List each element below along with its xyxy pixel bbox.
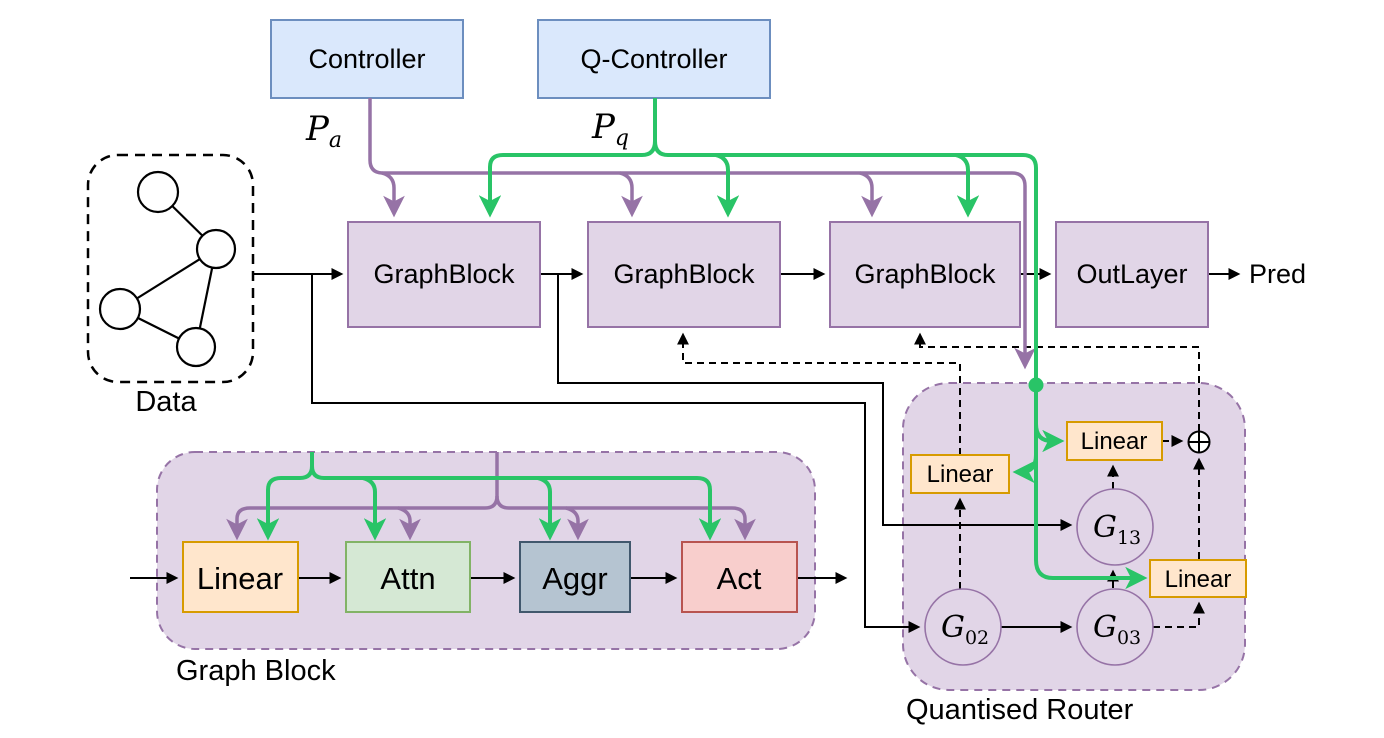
pred-label: Pred: [1249, 259, 1306, 289]
g03-to-linear-bottom-dashed: [1153, 601, 1205, 628]
q-controller-label: Q-Controller: [580, 44, 727, 74]
q-controller-to-graphblock1-arrow: [478, 140, 657, 218]
q-controller-to-graphblock3-arrow: [955, 153, 980, 218]
graphblock1-to-g13-arrow: [557, 274, 1073, 531]
junction-dot: [1028, 377, 1044, 393]
graphblock2-box: [587, 221, 781, 328]
attn-box: [345, 541, 471, 613]
p-a-label: Pa: [305, 109, 342, 153]
graph-node: [195, 228, 237, 270]
act-box: [681, 541, 798, 613]
data-caption: Data: [135, 386, 197, 418]
dashed-connectors: [677, 332, 1205, 628]
controller-to-graphblock3-arrow: [859, 171, 883, 218]
g02-circle: [924, 588, 1002, 666]
sum-to-graphblock3-dashed: [914, 332, 1200, 431]
data-box: Data: [86, 153, 255, 418]
graph-block-detail: [182, 541, 798, 613]
router-linear-left-label: Linear: [927, 461, 994, 488]
p-q-label: Pq: [591, 107, 629, 151]
detail-purple-to-attn-arrow: [397, 506, 421, 541]
detail-green-to-act-arrow: [310, 465, 722, 541]
aggr-label: Aggr: [542, 561, 607, 596]
graph-node: [98, 287, 142, 331]
graphblock2-label: GraphBlock: [613, 259, 755, 289]
pipeline: [270, 19, 1209, 328]
data-to-g02-arrow: [311, 274, 921, 633]
detail-purple-to-act-arrow: [495, 495, 756, 541]
router-linear-top-box: [1066, 421, 1163, 461]
q-controller-signal-paths: [256, 98, 1148, 590]
router-linear-left-box: [910, 454, 1010, 494]
outlayer-label: OutLayer: [1076, 259, 1187, 289]
quantised-router-caption: Quantised Router: [906, 694, 1134, 726]
linear-left-to-graphblock2-dashed: [677, 332, 961, 455]
graph-block-caption: Graph Block: [176, 655, 336, 687]
router-linear-top-label: Linear: [1081, 428, 1148, 455]
q-controller-main-path: [653, 98, 1148, 590]
data-box-outline: [86, 153, 255, 384]
graph-block-container: [156, 451, 816, 650]
graph-node: [175, 326, 217, 368]
detail-purple-to-aggr-arrow: [565, 506, 589, 541]
linear-box: [182, 541, 299, 613]
g02-label: G02: [941, 610, 989, 649]
controller-main-path: [368, 98, 1036, 370]
controller-signal-paths: [226, 98, 1036, 541]
controller-box: [270, 19, 464, 99]
sum-icon: [1187, 430, 1211, 454]
controller-to-graphblock2-arrow: [619, 171, 643, 218]
green-to-linear-top-arrow: [1034, 423, 1065, 453]
detail-purple-to-linear-arrow: [226, 495, 499, 541]
graphblock1-box: [347, 221, 541, 328]
outlayer-box: [1055, 221, 1209, 328]
detail-green-to-linear-arrow: [256, 465, 314, 541]
g03-circle: [1076, 588, 1154, 666]
controller-label: Controller: [308, 44, 425, 74]
graphblock3-label: GraphBlock: [854, 259, 996, 289]
q-controller-to-graphblock2-arrow: [715, 153, 740, 218]
linear-label: Linear: [197, 561, 283, 596]
g03-label: G03: [1093, 610, 1141, 649]
attn-label: Attn: [380, 561, 435, 596]
detail-green-to-attn-arrow: [362, 476, 387, 541]
router-linear-bottom-box: [1149, 559, 1247, 598]
controller-to-graphblock1-arrow: [381, 171, 405, 218]
detail-green-to-aggr-arrow: [537, 476, 562, 541]
act-label: Act: [717, 561, 762, 596]
green-to-linear-left-arrow: [1012, 454, 1038, 484]
labels: Controller Q-Controller Pa Pq GraphBlock…: [176, 44, 1306, 726]
g13-circle: [1076, 488, 1154, 566]
q-controller-box: [537, 19, 771, 99]
quantised-router: [910, 421, 1247, 666]
aggr-box: [519, 541, 631, 613]
graph-node: [136, 170, 180, 214]
g13-label: G13: [1093, 510, 1141, 549]
graphblock3-box: [829, 221, 1021, 328]
graphblock1-label: GraphBlock: [373, 259, 515, 289]
router-linear-bottom-label: Linear: [1165, 566, 1232, 593]
